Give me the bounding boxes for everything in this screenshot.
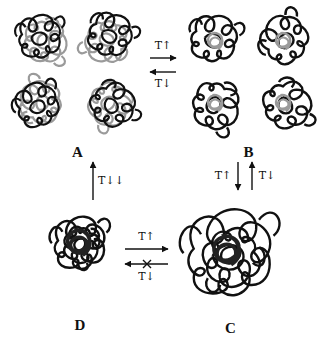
state-panel: B (176, 2, 321, 162)
temperature-label: T↓ (258, 170, 277, 182)
temperature-label: T↑ (137, 231, 156, 243)
equilibrium-arrow (251, 162, 252, 190)
panel-letter: B (243, 144, 253, 160)
equilibrium-arrow (125, 263, 168, 264)
equilibrium-arrow (150, 71, 176, 72)
equilibrium-arrow (150, 57, 176, 58)
equilibrium-arrow (237, 162, 238, 190)
panel-letter: D (75, 317, 86, 333)
temperature-label: T↓ (137, 271, 156, 283)
state-panel: C (168, 190, 293, 338)
panel-letter: A (72, 144, 83, 160)
temperature-label: T↑ (214, 170, 233, 182)
temperature-label: T↑ (154, 40, 173, 52)
panel-letter: C (225, 320, 236, 336)
equilibrium-arrow (125, 248, 168, 249)
equilibrium-arrow (92, 162, 93, 200)
state-panel: A (5, 2, 150, 162)
temperature-label: T↓↓ (97, 175, 125, 187)
state-panel: D (35, 200, 125, 335)
temperature-label: T↓ (154, 78, 173, 90)
